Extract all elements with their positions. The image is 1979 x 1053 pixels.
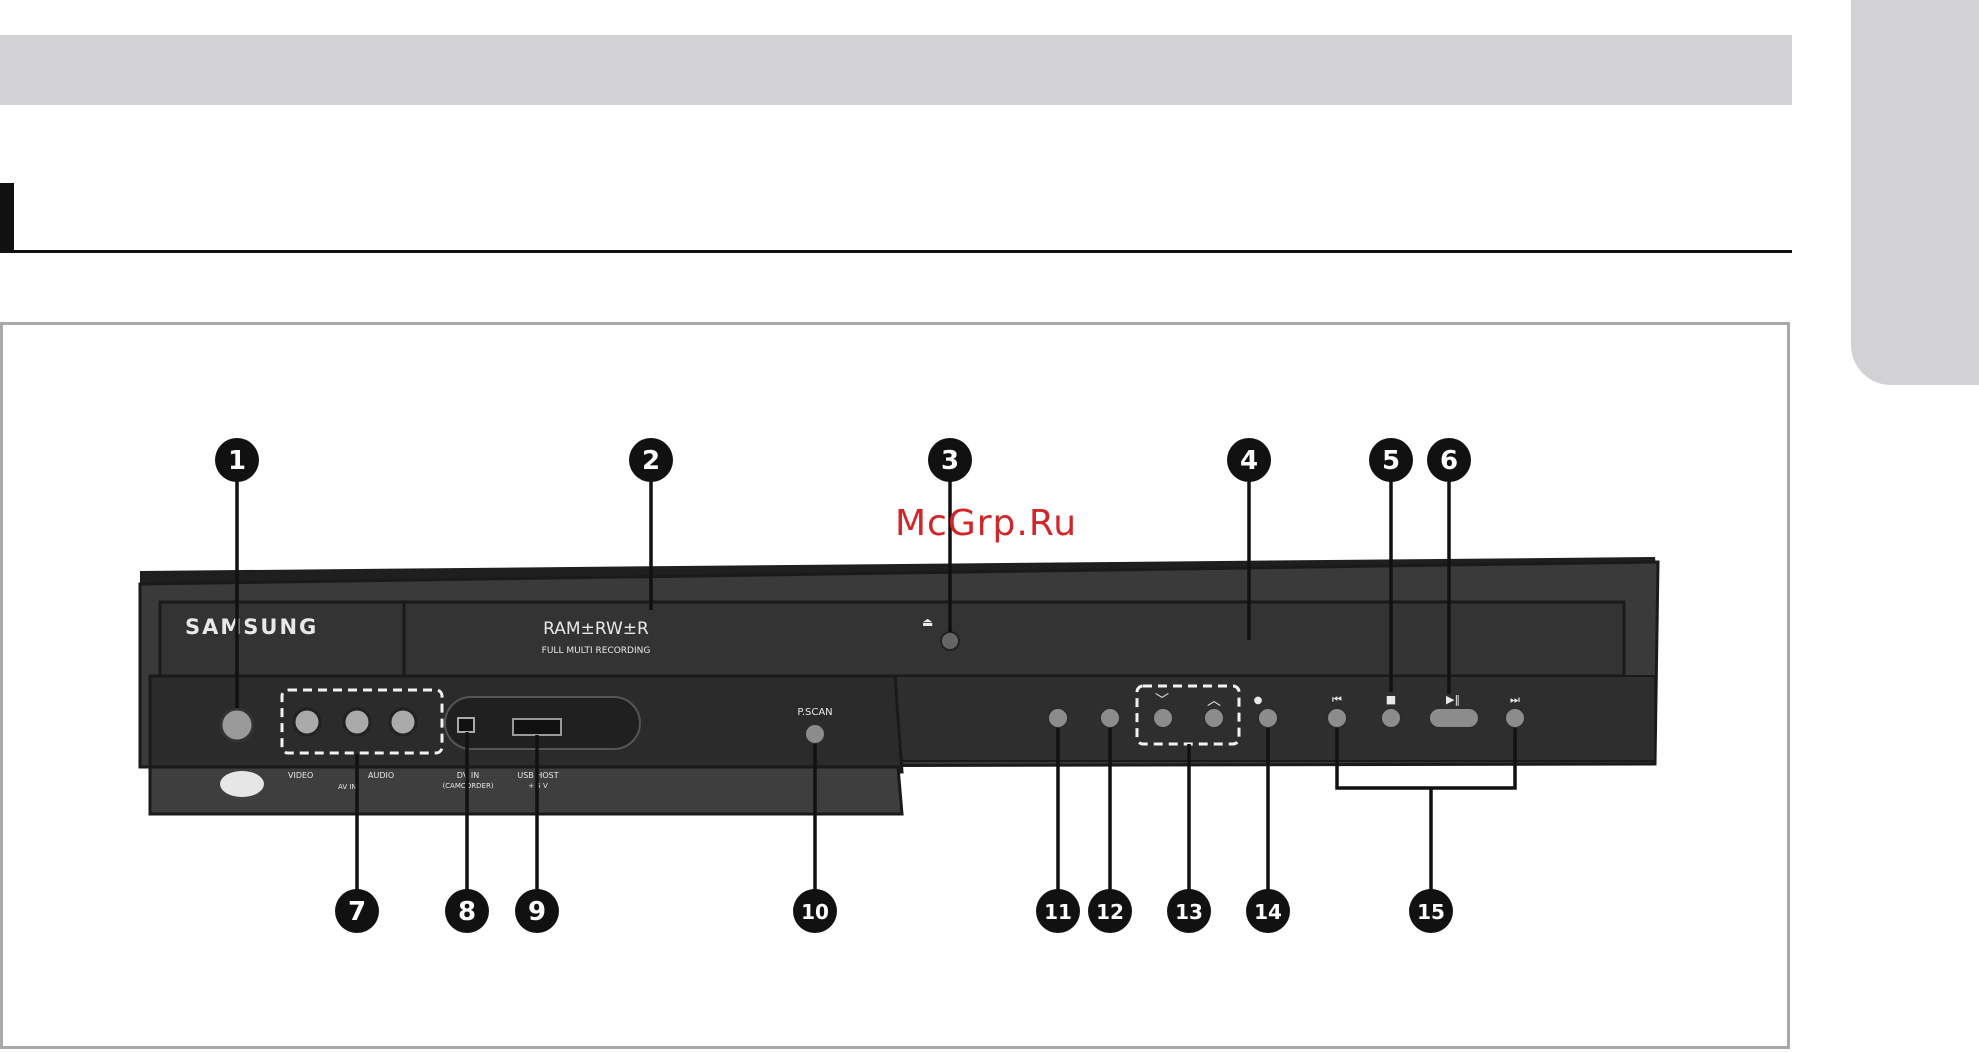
stop-symbol: ■ — [1386, 693, 1396, 706]
watermark: McGrp.Ru — [895, 503, 1077, 544]
eject-button — [941, 632, 959, 650]
callout-8-label: 8 — [458, 897, 476, 927]
callout-5: 5 — [1369, 438, 1413, 482]
callout-15: 15 — [1409, 889, 1453, 933]
callout-10-label: 10 — [801, 900, 829, 924]
callout-14-label: 14 — [1254, 900, 1282, 924]
callout-12: 12 — [1088, 889, 1132, 933]
callout-15-label: 15 — [1417, 900, 1445, 924]
next-button — [1505, 708, 1525, 728]
callout-7: 7 — [335, 889, 379, 933]
channel-down-button — [1153, 708, 1173, 728]
callout-6: 6 — [1427, 438, 1471, 482]
channel-up-button — [1204, 708, 1224, 728]
prev-button — [1327, 708, 1347, 728]
disc-format-caption: FULL MULTI RECORDING — [542, 646, 651, 656]
callout-11-label: 11 — [1044, 900, 1072, 924]
play-pause-symbol: ▶‖ — [1446, 693, 1460, 706]
disc-tray — [404, 602, 1624, 676]
dv-port — [458, 718, 474, 732]
rec-symbol: ● — [1254, 695, 1263, 706]
callout-7-label: 7 — [348, 897, 366, 927]
disc-format-logo: RAM±RW±R — [543, 619, 649, 639]
up-symbol: ︿ — [1207, 693, 1221, 709]
pscan-label: P.SCAN — [797, 707, 832, 718]
front-panel-diagram: SAMSUNG RAM±RW±R FULL MULTI RECORDING ⏏ … — [0, 322, 1790, 1049]
callout-8: 8 — [445, 889, 489, 933]
callout-13-label: 13 — [1175, 900, 1203, 924]
brand-logo: SAMSUNG — [185, 615, 318, 639]
callout-2-label: 2 — [642, 446, 660, 476]
callout-13: 13 — [1167, 889, 1211, 933]
callout-9: 9 — [515, 889, 559, 933]
callout-4-label: 4 — [1240, 446, 1258, 476]
prev-symbol: ⏮ — [1332, 693, 1342, 706]
callout-11: 11 — [1036, 889, 1080, 933]
callout-5-label: 5 — [1382, 446, 1400, 476]
callout-3: 3 — [928, 438, 972, 482]
callout-9-label: 9 — [528, 897, 546, 927]
audio-label: AUDIO — [368, 771, 394, 780]
play-pause-button — [1429, 708, 1479, 728]
section-title-marker — [0, 183, 14, 253]
section-title-rule — [0, 250, 1792, 253]
usb-port — [513, 719, 561, 735]
callout-3-label: 3 — [941, 446, 959, 476]
ir-window — [220, 771, 264, 797]
callout-14: 14 — [1246, 889, 1290, 933]
pscan-button — [805, 724, 825, 744]
callout-10: 10 — [793, 889, 837, 933]
callout-1: 1 — [215, 438, 259, 482]
video-label: VIDEO — [288, 771, 313, 780]
eject-symbol: ⏏ — [922, 615, 933, 629]
callout-4: 4 — [1227, 438, 1271, 482]
button-11 — [1048, 708, 1068, 728]
stop-button — [1381, 708, 1401, 728]
down-symbol: ﹀ — [1155, 693, 1169, 709]
logo-panel — [160, 602, 404, 676]
audio-l-jack — [344, 709, 370, 735]
header-band — [0, 35, 1792, 105]
callout-6-label: 6 — [1440, 446, 1458, 476]
callout-1-label: 1 — [228, 446, 246, 476]
power-button — [221, 709, 253, 741]
video-jack — [294, 709, 320, 735]
audio-r-jack — [390, 709, 416, 735]
button-12 — [1100, 708, 1120, 728]
side-tab — [1851, 0, 1979, 385]
callout-12-label: 12 — [1096, 900, 1124, 924]
record-button — [1258, 708, 1278, 728]
av-in-label: AV IN — [338, 783, 357, 791]
callout-2: 2 — [629, 438, 673, 482]
next-symbol: ⏭ — [1510, 693, 1520, 706]
